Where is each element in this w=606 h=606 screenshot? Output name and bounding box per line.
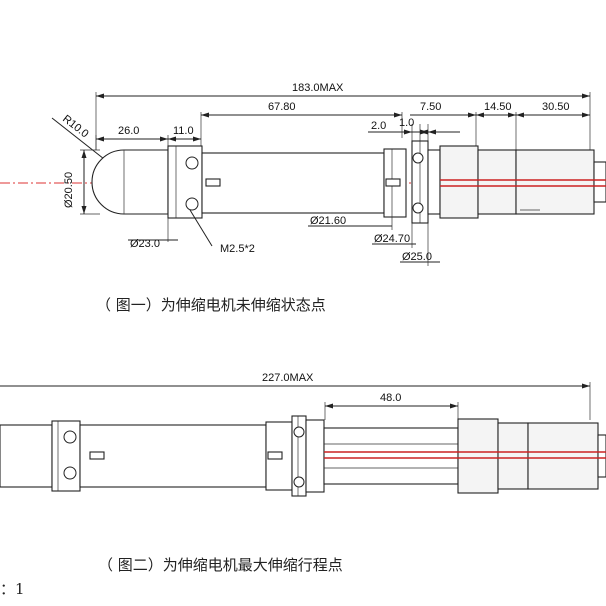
flange-thk-label: 1.0 — [399, 117, 414, 129]
caption-1: （ 图一）为伸缩电机未伸缩状态点 — [96, 296, 326, 314]
scale-label: ：1 — [0, 580, 25, 598]
screw-icon — [412, 152, 424, 164]
cap-length-label: 26.0 — [118, 125, 139, 137]
overall-length-label: 183.0MAX — [292, 82, 344, 94]
overall-length-2-label: 227.0MAX — [262, 372, 314, 384]
motor-back-2 — [597, 434, 606, 478]
tube-dia-label: Ø21.60 — [310, 215, 346, 227]
dim-flange-dias: Ø21.60 Ø24.70 Ø25.0 — [308, 215, 440, 266]
slot-1b — [385, 178, 401, 187]
tube-length-label: 67.80 — [268, 101, 296, 113]
screw-icon — [63, 466, 77, 480]
gearbox-b-1 — [477, 149, 517, 215]
flange-dia2-label: Ø25.0 — [402, 251, 432, 263]
dim-collar-dia: Ø23.0 — [128, 218, 178, 250]
figure-2: 227.0MAX 48.0 — [0, 372, 606, 574]
flange-gap-label: 2.0 — [371, 120, 386, 132]
collar-2 — [51, 420, 81, 492]
dim-motor-parts: 7.50 14.50 30.50 — [410, 101, 590, 150]
flange-dia1-label: Ø24.70 — [374, 233, 410, 245]
slot-1a — [205, 178, 221, 187]
dim-end-dia: Ø20.50 — [63, 149, 100, 215]
screw-icon — [293, 426, 305, 438]
gearbox-label: 14.50 — [484, 101, 512, 113]
inner-rod-2 — [323, 427, 459, 485]
collar-width-label: 11.0 — [173, 125, 194, 137]
motor-2 — [527, 422, 599, 490]
motor-back-1 — [593, 161, 606, 203]
tube-2a — [0, 424, 53, 488]
end-cap-1 — [91, 149, 169, 215]
caption-2: （ 图二）为伸缩电机最大伸缩行程点 — [98, 556, 343, 574]
screw-spec-label: M2.5*2 — [220, 243, 255, 255]
gearbox-b-2 — [497, 422, 529, 490]
motor-label: 30.50 — [542, 101, 570, 113]
motor-front-label: 7.50 — [420, 101, 441, 113]
dim-cap-collar: 26.0 11.0 — [95, 125, 201, 150]
slot-2b — [267, 451, 283, 460]
figure-1: 183.0MAX 67.80 7.50 14.50 30.50 — [0, 82, 606, 314]
mount-1 — [427, 149, 441, 215]
collar-dia-label: Ø23.0 — [130, 238, 160, 250]
screw-icon — [185, 197, 199, 211]
screw-icon — [63, 430, 77, 444]
screw-icon — [412, 202, 424, 214]
tube-1 — [201, 152, 385, 214]
slot-2a — [89, 451, 105, 460]
dim-overall-1: 183.0MAX — [95, 82, 591, 150]
end-dia-label: Ø20.50 — [63, 172, 75, 208]
screw-icon — [293, 476, 305, 488]
dim-screw: M2.5*2 — [189, 209, 255, 255]
dim-stroke: 48.0 — [324, 392, 459, 420]
dim-overall-2: 227.0MAX — [0, 372, 591, 420]
motor-1 — [515, 149, 595, 215]
stroke-label: 48.0 — [380, 392, 401, 404]
dim-tube-length: 67.80 — [200, 101, 403, 150]
mount-2 — [305, 419, 325, 493]
gearbox-1 — [439, 145, 479, 219]
screw-icon — [185, 156, 199, 170]
tube-2b — [79, 424, 267, 488]
gearbox-2 — [457, 418, 499, 494]
